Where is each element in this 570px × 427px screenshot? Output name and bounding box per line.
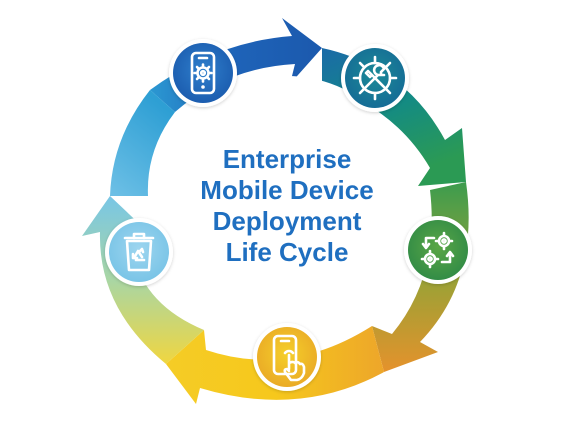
- ring-segment-left-top: [110, 90, 175, 196]
- diagram-title: Enterprise Mobile Device Deployment Life…: [200, 144, 373, 267]
- stage-gears-cycle: [404, 216, 472, 284]
- title-line-1: Enterprise: [223, 144, 352, 174]
- stage-phone-tap: [253, 323, 321, 391]
- phone-tap-icon: [272, 334, 306, 382]
- title-line-2: Mobile Device: [200, 175, 373, 205]
- center-disc: [157, 76, 417, 336]
- recycle-bin-icon: [123, 232, 155, 272]
- stage-phone-gear: [169, 39, 237, 107]
- gears-cycle-icon: [420, 231, 455, 269]
- title-line-4: Life Cycle: [226, 237, 349, 267]
- phone-gear-icon: [190, 51, 216, 95]
- wrench-gear-icon: [352, 55, 398, 101]
- stage-wrench-gear: [341, 44, 409, 112]
- title-line-3: Deployment: [213, 206, 362, 236]
- stage-recycle-bin: [105, 218, 173, 286]
